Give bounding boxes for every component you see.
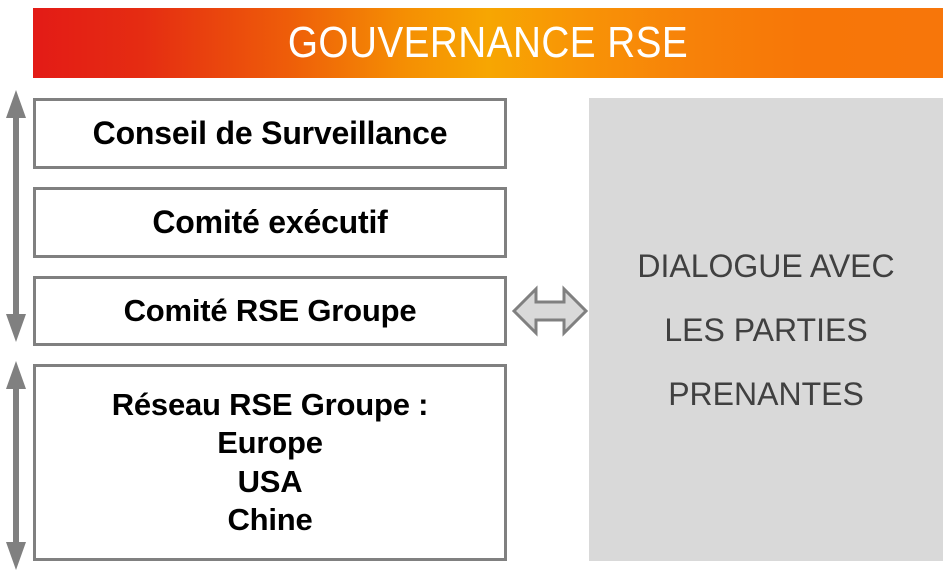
box-conseil-de-surveillance[interactable]: Conseil de Surveillance — [33, 98, 507, 169]
dialogue-line-1: DIALOGUE AVEC — [637, 247, 895, 284]
vertical-double-arrow-icon-bottom — [4, 359, 28, 572]
header-banner: GOUVERNANCE RSE — [33, 8, 943, 78]
vertical-double-arrow-icon-top — [4, 88, 28, 344]
box-reseau-rse-groupe[interactable]: Réseau RSE Groupe : Europe USA Chine — [33, 364, 507, 561]
box-comite-executif[interactable]: Comité exécutif — [33, 187, 507, 258]
box-comite-rse-groupe-label: Comité RSE Groupe — [123, 293, 417, 329]
dialogue-panel: DIALOGUE AVEC LES PARTIES PRENANTES — [589, 98, 943, 561]
box-reseau-rse-groupe-label: Réseau RSE Groupe : Europe USA Chine — [111, 387, 429, 537]
horizontal-double-arrow-icon — [512, 282, 588, 340]
box-comite-executif-label: Comité exécutif — [152, 204, 388, 241]
box-conseil-de-surveillance-label: Conseil de Surveillance — [92, 115, 448, 152]
dialogue-line-3: PRENANTES — [668, 375, 864, 412]
box-comite-rse-groupe[interactable]: Comité RSE Groupe — [33, 276, 507, 346]
dialogue-line-2: LES PARTIES — [664, 311, 868, 348]
page-title: GOUVERNANCE RSE — [287, 18, 689, 67]
